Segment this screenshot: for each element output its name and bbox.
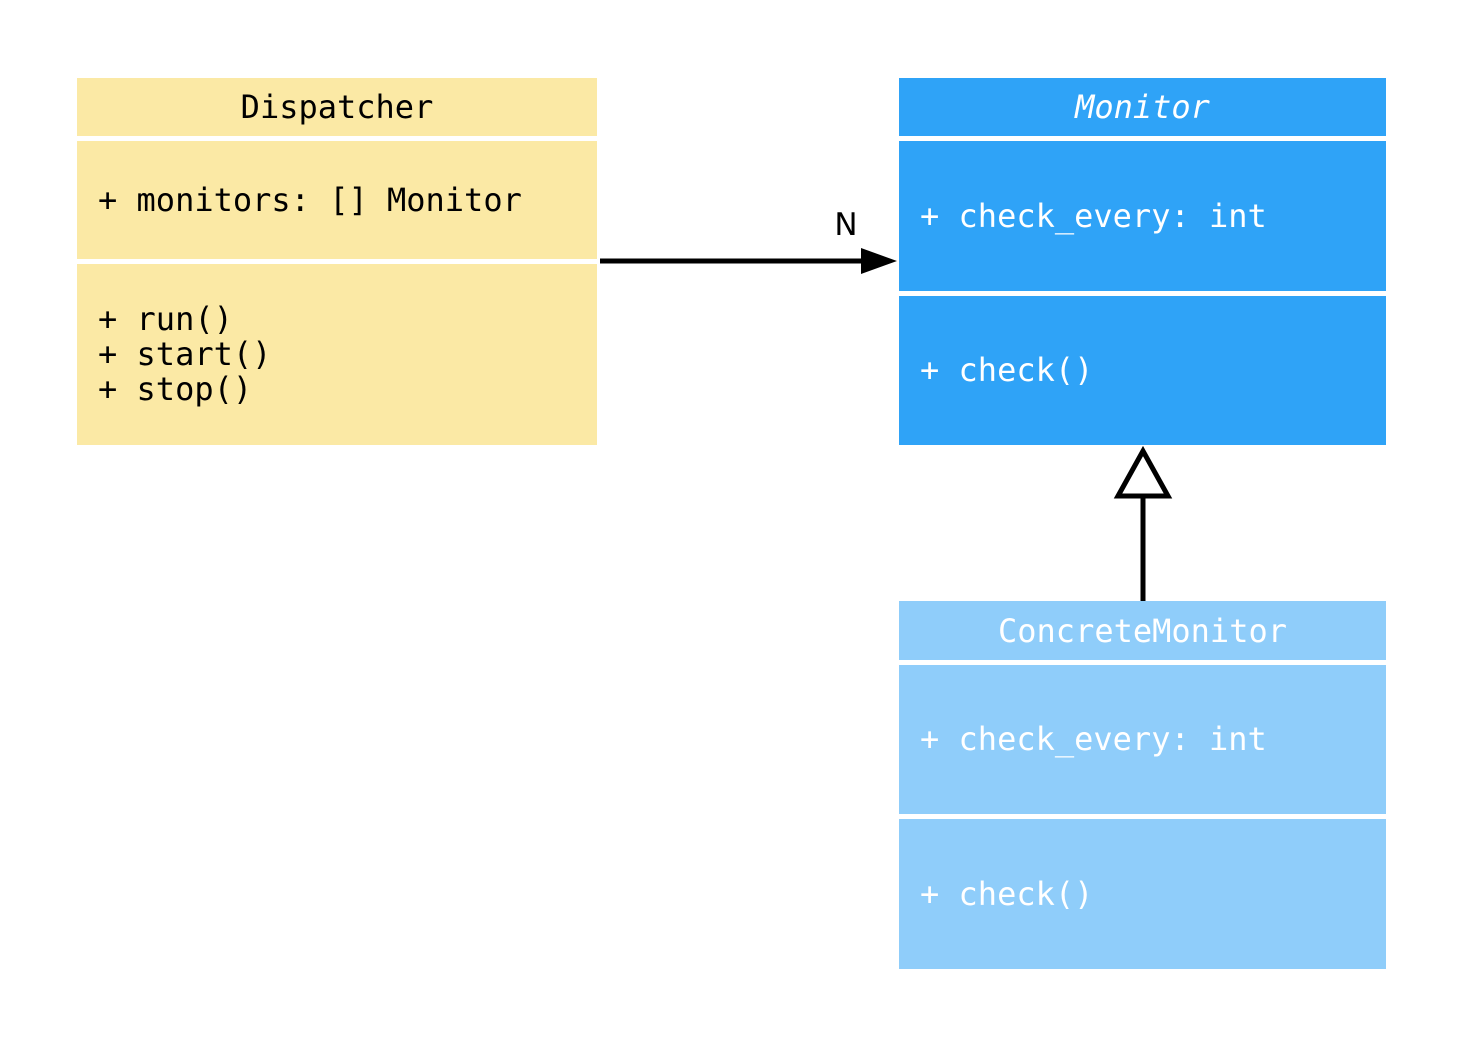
method-line: + run() [98, 300, 233, 338]
attribute-line: + check_every: int [920, 720, 1267, 758]
class-title-concrete-monitor: ConcreteMonitor [899, 601, 1386, 660]
class-methods-monitor: + check() [899, 296, 1386, 445]
class-attributes-monitor: + check_every: int [899, 141, 1386, 291]
method-line: + check() [920, 874, 1094, 913]
class-methods-concrete-monitor: + check() [899, 819, 1386, 969]
inheritance-arrow [1113, 445, 1173, 601]
attribute-line: + monitors: [] Monitor [98, 180, 522, 219]
method-line: + start() [98, 335, 272, 373]
attribute-line: + check_every: int [920, 196, 1267, 235]
association-multiplicity-label: N [834, 207, 858, 243]
method-line: + stop() [98, 370, 253, 408]
method-line: + check() [920, 351, 1094, 389]
class-attributes-dispatcher: + monitors: [] Monitor [77, 141, 597, 259]
hollow-triangle-arrowhead-icon [1113, 445, 1173, 499]
class-methods-dispatcher: + run() + start() + stop() [77, 264, 597, 445]
filled-arrowhead-icon [861, 248, 897, 274]
association-arrow [600, 248, 897, 274]
class-box-concrete-monitor[interactable]: ConcreteMonitor + check_every: int + che… [899, 601, 1386, 969]
class-box-monitor[interactable]: Monitor + check_every: int + check() [899, 78, 1386, 445]
class-attributes-concrete-monitor: + check_every: int [899, 665, 1386, 814]
class-box-dispatcher[interactable]: Dispatcher + monitors: [] Monitor + run(… [77, 78, 597, 445]
class-title-monitor: Monitor [899, 78, 1386, 136]
class-title-dispatcher: Dispatcher [77, 78, 597, 136]
